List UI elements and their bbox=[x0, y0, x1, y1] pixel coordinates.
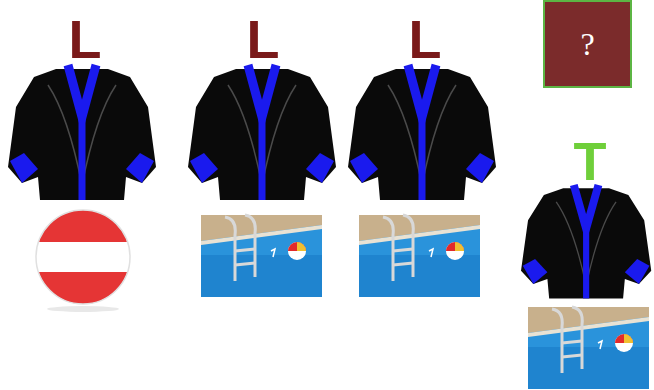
robe-figure bbox=[188, 65, 336, 200]
puzzle-letter: L bbox=[247, 12, 280, 66]
robe-figure bbox=[8, 65, 156, 200]
pool-picture bbox=[201, 215, 322, 297]
flag-rim bbox=[36, 210, 130, 304]
robe-figure bbox=[521, 185, 651, 298]
austria-flag bbox=[36, 210, 130, 304]
puzzle-letter: L bbox=[69, 12, 102, 66]
question-box: ? bbox=[543, 0, 632, 88]
pool-picture bbox=[359, 215, 480, 297]
robe-figure bbox=[348, 65, 496, 200]
question-mark: ? bbox=[580, 26, 594, 63]
pool-picture bbox=[528, 307, 649, 389]
puzzle-letter: L bbox=[409, 12, 442, 66]
flag-shadow bbox=[47, 306, 119, 312]
puzzle-letter: T bbox=[574, 134, 607, 188]
